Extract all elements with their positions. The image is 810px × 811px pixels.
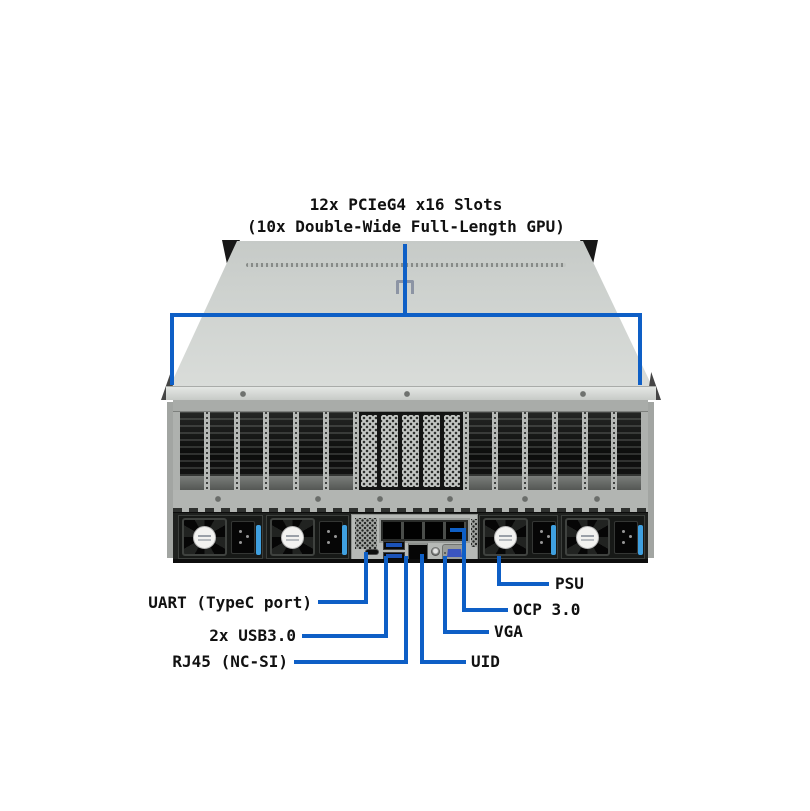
psu-latch bbox=[638, 525, 643, 555]
title-line1: 12x PCIeG4 x16 Slots bbox=[309, 195, 503, 214]
pcie-callout-bracket bbox=[170, 313, 642, 317]
pcie-blank-cover bbox=[422, 415, 440, 487]
pcie-side-rail-right bbox=[648, 402, 654, 558]
pcie-callout-bracket-right bbox=[638, 313, 642, 385]
ocp-label: OCP 3.0 bbox=[513, 600, 581, 619]
pcie-slot-divider bbox=[581, 412, 588, 490]
psu-fan-label bbox=[576, 526, 599, 549]
pcie-slot-divider bbox=[263, 412, 270, 490]
ocp-callout-line bbox=[462, 528, 466, 612]
psu-latch bbox=[342, 525, 347, 555]
usb3-callout-line bbox=[384, 556, 388, 638]
psu-fan-label bbox=[281, 526, 304, 549]
psu-power-inlet bbox=[614, 521, 638, 554]
rj45-callout-line bbox=[294, 660, 408, 664]
psu-fan-label bbox=[494, 526, 517, 549]
psu-power-inlet bbox=[231, 521, 255, 554]
pcie-slot-bay bbox=[617, 412, 641, 490]
pcie-bottom-rail bbox=[173, 490, 648, 508]
psu-unit-4 bbox=[561, 515, 645, 559]
pcie-blank-cover bbox=[381, 415, 399, 487]
pcie-blank-group bbox=[358, 412, 463, 490]
io-vent-grid-right bbox=[471, 519, 477, 547]
pcie-slot-divider bbox=[352, 412, 359, 490]
pcie-slot-area bbox=[173, 412, 648, 490]
usb3-callout-line bbox=[302, 634, 388, 638]
pcie-slot-bay bbox=[587, 412, 612, 490]
pcie-slot-divider bbox=[462, 412, 469, 490]
uart-callout-line bbox=[364, 552, 368, 604]
pcie-slot-bay bbox=[269, 412, 293, 490]
psu-fan-icon bbox=[483, 518, 528, 556]
psu-latch bbox=[551, 525, 556, 555]
uid-callout-line bbox=[420, 554, 424, 664]
pcie-blank-cover bbox=[443, 415, 461, 487]
psu-fan-label bbox=[193, 526, 216, 549]
pcie-slot-divider bbox=[522, 412, 528, 490]
ocp-slot bbox=[379, 518, 470, 543]
pcie-slot-bay bbox=[468, 412, 493, 490]
pcie-panel bbox=[173, 400, 648, 512]
psu-unit-1 bbox=[178, 515, 263, 559]
vga-callout-line bbox=[443, 630, 489, 634]
pcie-slot-bay bbox=[498, 412, 522, 490]
psu-fan-icon bbox=[270, 518, 315, 556]
rear-io-panel bbox=[351, 514, 478, 561]
title-line2: (10x Double-Wide Full-Length GPU) bbox=[247, 217, 565, 236]
psu-power-inlet bbox=[319, 521, 343, 554]
psu-callout-line bbox=[497, 556, 501, 586]
psu-callout-line bbox=[497, 582, 549, 586]
pcie-slot-divider bbox=[203, 412, 210, 490]
pcie-slot-bay bbox=[180, 412, 204, 490]
pcie-slot-divider bbox=[611, 412, 618, 490]
pcie-slot-bay bbox=[528, 412, 552, 490]
uart-label: UART (TypeC port) bbox=[148, 593, 312, 612]
uid-button bbox=[431, 547, 440, 556]
psu-row bbox=[173, 512, 648, 561]
pcie-edge-rail bbox=[641, 412, 648, 490]
pcie-slot-divider bbox=[322, 412, 329, 490]
pcie-top-rail bbox=[173, 400, 648, 412]
pcie-edge-rail bbox=[173, 412, 180, 490]
pcie-slot-bay bbox=[299, 412, 323, 490]
ocp-callout-line bbox=[450, 528, 466, 532]
pcie-slot-divider bbox=[551, 412, 558, 490]
vga-label: VGA bbox=[494, 622, 523, 641]
pcie-slot-divider bbox=[293, 412, 299, 490]
diagram-title: 12x PCIeG4 x16 Slots (10x Double-Wide Fu… bbox=[171, 194, 641, 238]
ocp-ports bbox=[383, 522, 466, 539]
psu-unit-3 bbox=[479, 515, 558, 559]
vga-callout-line bbox=[443, 556, 447, 634]
psu-unit-2 bbox=[266, 515, 349, 559]
chassis-bottom-edge bbox=[173, 559, 648, 563]
psu-label: PSU bbox=[555, 574, 584, 593]
usb3-label: 2x USB3.0 bbox=[209, 626, 296, 645]
pcie-slot-divider bbox=[233, 412, 240, 490]
rj45-label: RJ45 (NC-SI) bbox=[172, 652, 288, 671]
pcie-slot-bay bbox=[557, 412, 582, 490]
pcie-slot-bay bbox=[328, 412, 353, 490]
uid-label: UID bbox=[471, 652, 500, 671]
pcie-blank-cover bbox=[360, 415, 378, 487]
rj45-callout-line bbox=[404, 556, 408, 664]
pcie-callout-stem bbox=[403, 244, 407, 315]
pcie-side-rail-left bbox=[167, 402, 173, 558]
pcie-callout-bracket-left bbox=[170, 313, 174, 385]
io-vent-grid-left bbox=[355, 518, 377, 549]
pcie-slot-bay bbox=[239, 412, 264, 490]
vga-connector bbox=[447, 549, 462, 557]
pcie-slot-bay bbox=[209, 412, 234, 490]
uart-callout-line bbox=[318, 600, 368, 604]
uid-callout-line bbox=[420, 660, 466, 664]
psu-latch bbox=[256, 525, 261, 555]
psu-fan-icon bbox=[182, 518, 227, 556]
pcie-vent-dashes bbox=[173, 508, 648, 512]
pcie-slot-divider bbox=[492, 412, 499, 490]
ocp-callout-line bbox=[462, 608, 508, 612]
usb3-port-top bbox=[383, 541, 405, 550]
pcie-blank-cover bbox=[402, 415, 419, 487]
psu-fan-icon bbox=[565, 518, 610, 556]
cover-bottom-strip bbox=[166, 386, 656, 400]
